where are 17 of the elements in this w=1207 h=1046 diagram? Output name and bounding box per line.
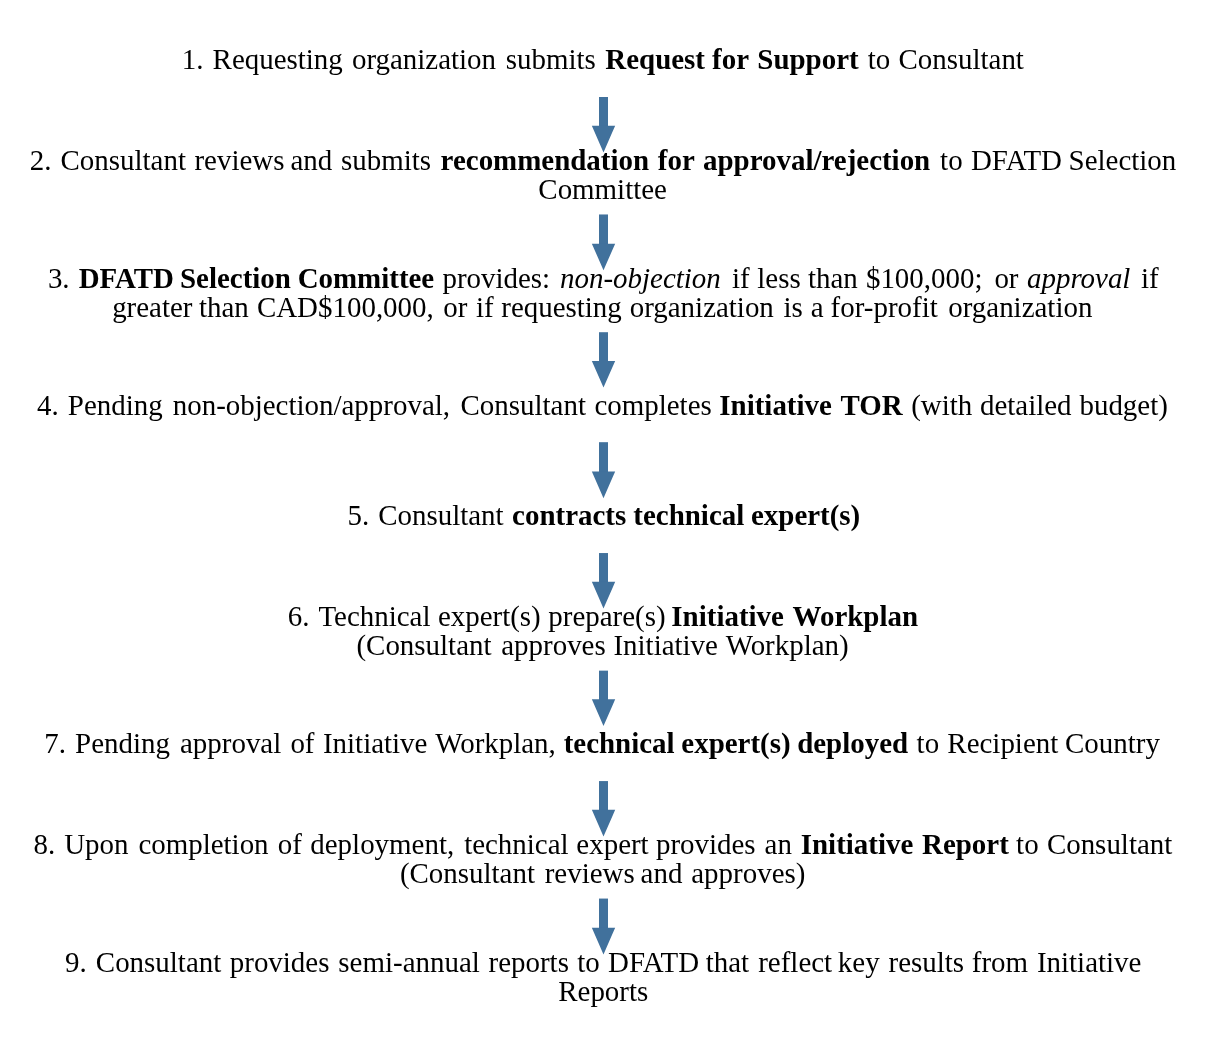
- node-text: 6. Technical expert(s) prepare(s) Initiative Workplan (Consultant approves Initiative Workplan): [287, 599, 919, 661]
- node-text: 3. DFATD Selection Committee provides: non-objection if less than $100,000; or approval if greater than CAD$100,000, or if requesting organization is a for-profit organization: [47, 261, 1159, 323]
- arrow: [591, 331, 616, 388]
- arrow: [591, 96, 616, 152]
- arrow: [591, 898, 616, 954]
- arrow: [591, 552, 616, 608]
- node-text: 2. Consultant reviews and submits recommendation for approval/rejection to DFATD Selection Committee: [29, 143, 1177, 205]
- arrow: [591, 213, 616, 270]
- arrow: [591, 441, 616, 498]
- node-text: 4. Pending non-objection/approval, Consultant completes Initiative TOR (with detailed budget): [37, 388, 1168, 421]
- node-text: 1. Requesting organization submits Request for Support to Consultant: [181, 42, 1024, 75]
- node-text: 9. Consultant provides semi-annual reports to DFATD that reflect key results from Initiative Reports: [65, 945, 1142, 1007]
- arrow: [591, 670, 616, 726]
- node-text: 7. Pending approval of Initiative Workplan, technical expert(s) deployed to Recipient Country: [44, 726, 1160, 759]
- arrow: [591, 780, 616, 836]
- node-text: 8. Upon completion of deployment, technical expert provides an Initiative Report to Consultant (Consultant reviews and approves): [33, 827, 1173, 889]
- node-text: 5. Consultant contracts technical expert(s): [347, 498, 861, 531]
